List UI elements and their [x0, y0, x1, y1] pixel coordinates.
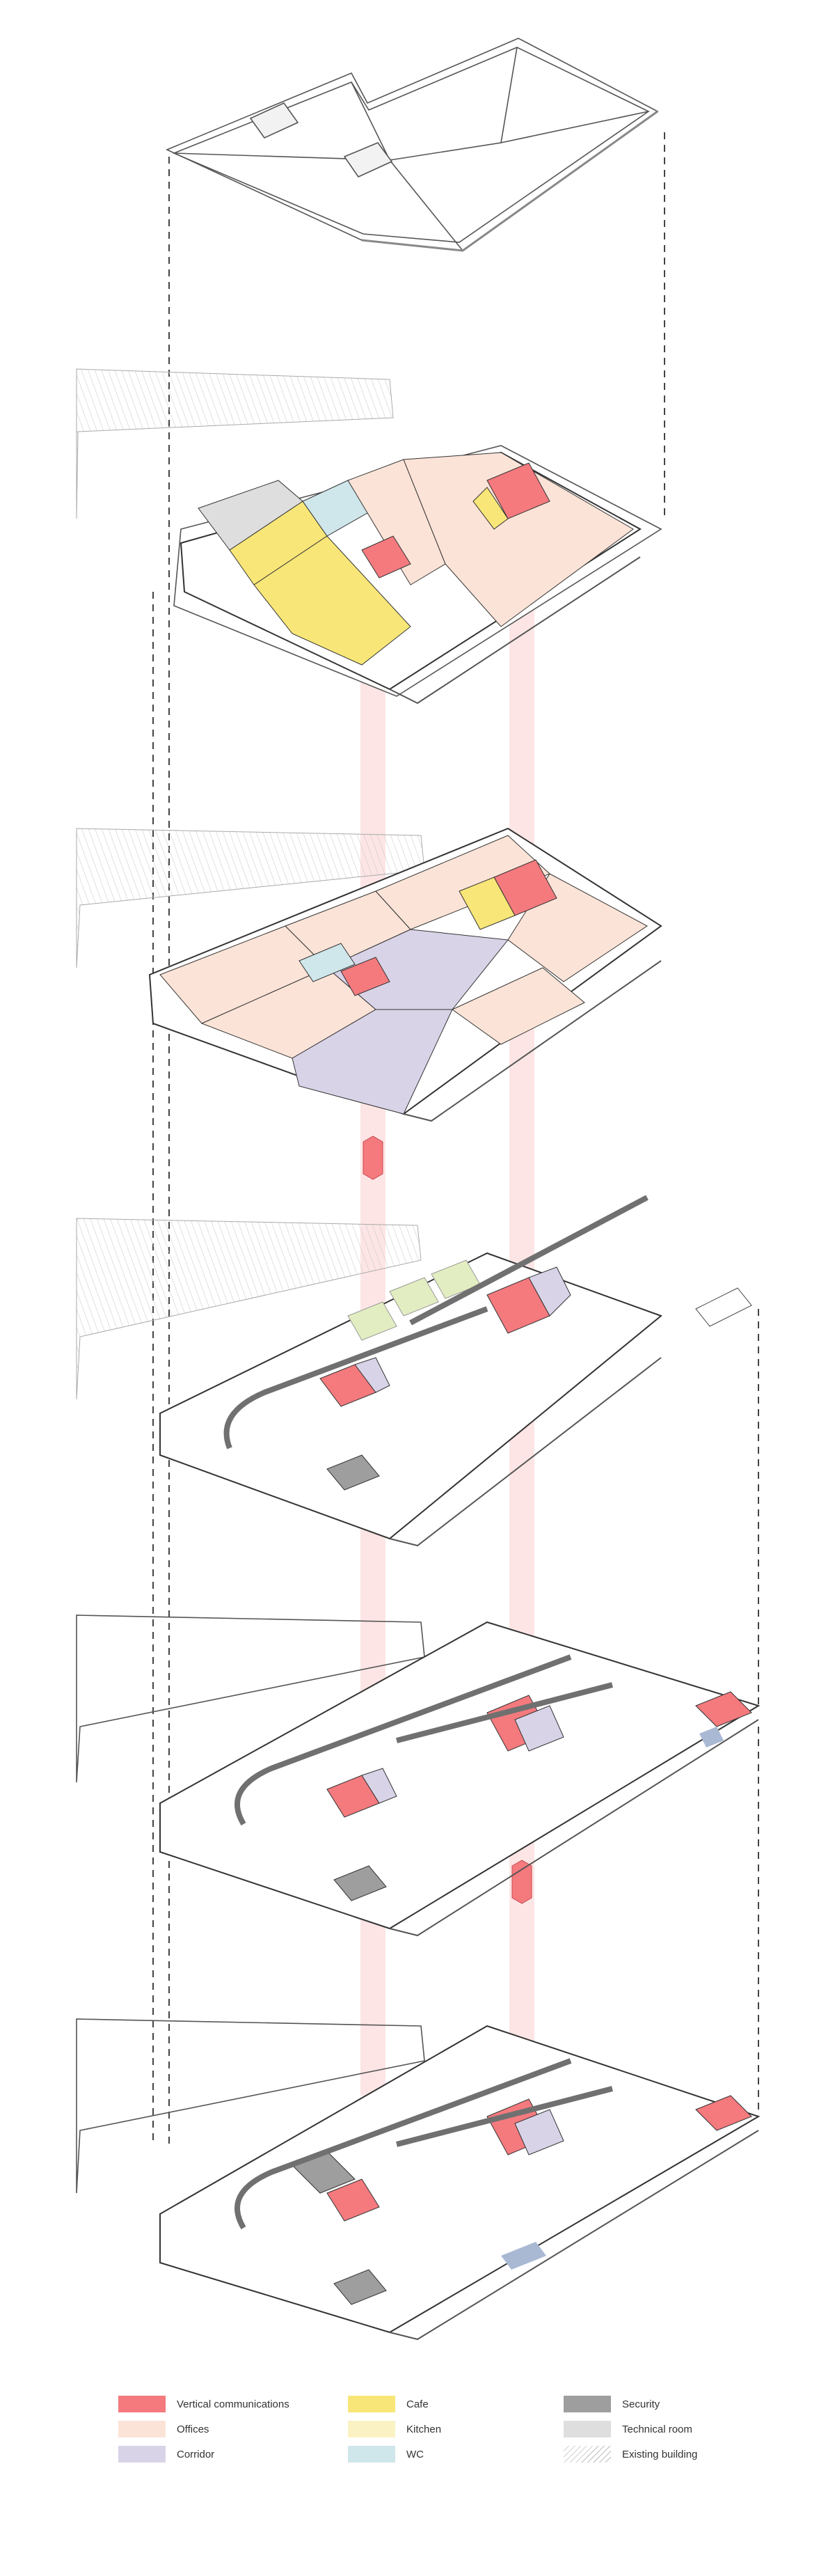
legend-swatch	[118, 2446, 166, 2463]
legend-label: Security	[622, 2398, 660, 2410]
floor-2-level	[76, 827, 662, 1122]
elevator-cabins	[363, 1136, 532, 1904]
legend-swatch	[564, 2446, 611, 2463]
legend-item-corridor: Corridor	[118, 2445, 214, 2463]
legend-item-cafe: Cafe	[348, 2395, 429, 2413]
legend-label: WC	[406, 2448, 424, 2460]
legend-item-technical-room: Technical room	[564, 2420, 692, 2438]
legend-swatch	[564, 2421, 611, 2437]
roof-level	[166, 38, 659, 252]
legend-swatch	[118, 2421, 166, 2437]
floor-1-level	[76, 368, 662, 705]
basement-1-level	[76, 1615, 761, 1937]
legend-swatch	[348, 2396, 395, 2412]
legend-label: Cafe	[406, 2398, 429, 2410]
legend-label: Existing building	[622, 2448, 698, 2460]
exploded-axonometric-diagram	[76, 38, 761, 2341]
legend-label: Vertical communications	[177, 2398, 289, 2410]
legend-item-existing-building: Existing building	[564, 2445, 697, 2463]
legend-item-offices: Offices	[118, 2420, 209, 2438]
legend-item-vertical-communications: Vertical communications	[118, 2395, 289, 2413]
legend-swatch	[348, 2421, 395, 2437]
legend-label: Corridor	[177, 2448, 215, 2460]
basement-2-level	[76, 2018, 761, 2341]
legend-item-security: Security	[564, 2395, 660, 2413]
legend-label: Offices	[177, 2423, 209, 2435]
ground-floor-level	[76, 1195, 752, 1547]
legend-item-wc: WC	[348, 2445, 424, 2463]
legend-swatch	[564, 2396, 611, 2412]
legend-label: Technical room	[622, 2423, 692, 2435]
legend-item-kitchen: Kitchen	[348, 2420, 441, 2438]
legend-swatch	[348, 2446, 395, 2463]
legend-swatch	[118, 2396, 166, 2412]
legend-label: Kitchen	[406, 2423, 442, 2435]
